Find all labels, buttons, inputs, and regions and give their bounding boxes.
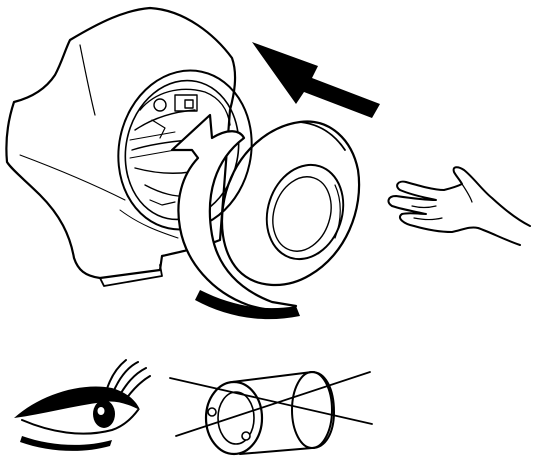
- ring-cover-icon: [222, 122, 359, 285]
- crossed-out-sleeve-icon: [170, 372, 372, 454]
- eye-icon: [14, 360, 150, 451]
- curved-rotation-arrow-icon: [172, 115, 300, 319]
- straight-push-arrow-icon: [252, 42, 380, 118]
- open-hand-icon: [389, 167, 530, 245]
